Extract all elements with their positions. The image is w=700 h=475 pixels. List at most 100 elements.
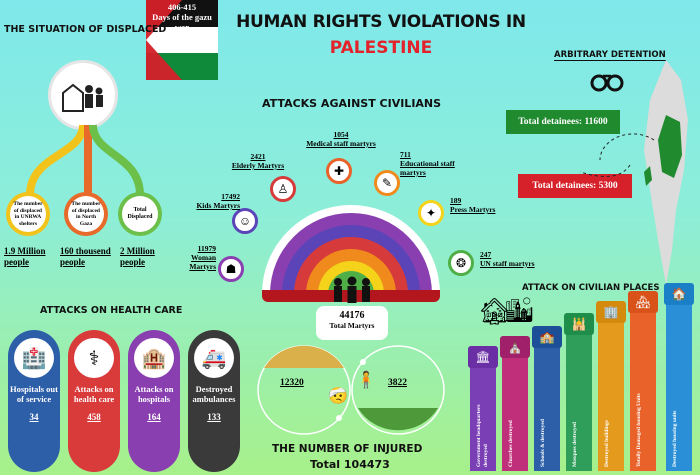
health-heading: ATTACKS ON HEALTH CARE	[40, 305, 183, 316]
press-martyr-icon: ✦	[418, 200, 444, 226]
un-staff-icon: ❂	[448, 250, 474, 276]
injured-child-icon: 🤕	[328, 388, 348, 405]
health-card-label: Attacks on health care	[73, 384, 115, 404]
places-bar-government: 🏛 Government headquarters destroyed	[468, 346, 498, 471]
places-bar-buildings: 🏢 Destroyed buildings	[596, 301, 626, 471]
educational-staff-icon: ✎	[374, 170, 400, 196]
medical-staff-text: 1054 Medical staff martyrs	[306, 130, 376, 148]
flag-days-range: 406-415	[167, 2, 197, 12]
flag-days-war: war	[174, 22, 190, 32]
displaced-north-circle: The number of displaced in North Gaza	[64, 192, 108, 236]
places-bar-label: Schools & destroyed	[540, 419, 546, 467]
school-icon: 🏫	[532, 326, 562, 348]
displaced-total-value: 2 Million people	[120, 246, 155, 267]
kids-martyrs-value: 17492	[221, 192, 240, 201]
martyrs-total-box: 44176 Total Martyrs	[316, 306, 388, 340]
places-heading: ATTACK ON CIVILIAN PLACES	[522, 283, 660, 293]
medical-building-icon: ⚕	[74, 338, 114, 378]
civilians-heading: ATTACKS AGAINST CIVILIANS	[262, 97, 442, 110]
kids-martyrs-text: 17492 Kids Martyrs	[194, 192, 240, 210]
educational-staff-label: Educational staff martyrs	[400, 159, 455, 177]
places-bar-mosques: 🕌 Mosques destroyed	[564, 313, 594, 471]
un-staff-text: 247 UN staff martyrs	[480, 250, 540, 268]
health-card-attacks-hospitals: 🏨 Attacks on hospitals 164	[128, 330, 180, 472]
places-bar-label: Mosques destroyed	[572, 422, 578, 467]
hospital-building-icon: 🏨	[134, 338, 174, 378]
displaced-north-label: The number of displaced in North Gaza	[68, 196, 104, 232]
health-card-hospitals-out: 🏥 Hospitals out of service 34	[8, 330, 60, 472]
woman-martyrs-label: Woman Martyrs	[189, 253, 216, 271]
health-card-value: 34	[29, 412, 39, 422]
injured-infinity	[257, 345, 445, 435]
un-staff-label: UN staff martyrs	[480, 259, 535, 268]
displaced-north-value: 160 thousend people	[60, 246, 111, 267]
medical-staff-icon: ✚	[326, 158, 352, 184]
displaced-branches	[26, 124, 144, 196]
elderly-martyr-icon: ♙	[270, 176, 296, 202]
title-line-1: HUMAN RIGHTS VIOLATIONS IN	[236, 12, 526, 32]
damaged-house-icon: 🏘	[628, 291, 658, 313]
health-card-ambulances: 🚑 Destroyed ambulances 133	[188, 330, 240, 472]
handcuffs-icon	[590, 68, 624, 99]
woman-martyrs-text: 11979 Woman Martyrs	[178, 244, 216, 271]
displaced-unrwa-value: 1.9 Million people	[4, 246, 46, 267]
educational-staff-text: 711 Educational staff martyrs	[400, 150, 470, 177]
displaced-total-circle: Total Displaced	[118, 192, 162, 236]
mosque-icon: 🕌	[564, 313, 594, 335]
injured-right-value: 3822	[388, 378, 407, 388]
elderly-martyrs-value: 2421	[250, 152, 266, 161]
detention-heading: ARBITRARY DETENTION	[554, 50, 666, 61]
government-building-icon: 🏛	[468, 346, 498, 368]
press-martyrs-label: Press Martyrs	[450, 205, 496, 214]
kids-martyr-icon: ☺	[232, 208, 258, 234]
health-card-label: Attacks on hospitals	[134, 384, 174, 404]
medical-staff-value: 1054	[333, 130, 349, 139]
flag-days-text: Days of the gazu	[152, 12, 212, 22]
health-card-attacks-health: ⚕ Attacks on health care 458	[68, 330, 120, 472]
press-martyrs-text: 189 Press Martyrs	[450, 196, 500, 214]
places-bar-label: Destroyed housing units	[672, 410, 678, 467]
health-card-value: 164	[147, 412, 161, 422]
displaced-heading: THE SITUATION OF DISPLACED	[4, 24, 167, 35]
title-line-2: PALESTINE	[329, 38, 433, 58]
displaced-total-label: Total Displaced	[122, 196, 158, 232]
places-bar-label: Totally Damaged housing Units	[636, 393, 642, 467]
detention-box-westbank: Total detainees: 11600	[506, 110, 620, 134]
palestine-flag-banner: 406-415 Days of the gazu war	[146, 0, 218, 80]
health-card-label: Destroyed ambulances	[192, 384, 236, 404]
martyrs-crowd-icon	[330, 276, 374, 304]
displaced-unrwa-circle: The number of displaced in UNRWA shelter…	[6, 192, 50, 236]
destroyed-city-icon: 🏙	[504, 297, 535, 324]
elderly-martyrs-text: 2421 Elderly Martyrs	[228, 152, 288, 170]
injured-total: Total 104473	[310, 458, 390, 471]
places-bar-churches: ⛪ Churches destroyed	[500, 336, 530, 471]
martyrs-total-label: Total Martyrs	[329, 321, 375, 330]
health-card-label: Hospitals out of service	[10, 384, 58, 404]
detention-arrows	[579, 133, 655, 177]
injured-heading: THE NUMBER OF INJURED	[272, 443, 423, 455]
hospital-icon: 🏥	[14, 338, 54, 378]
church-icon: ⛪	[500, 336, 530, 358]
injured-woman-icon: 🧍	[356, 372, 376, 389]
ambulance-icon: 🚑	[194, 338, 234, 378]
palestine-map	[636, 60, 696, 295]
displaced-unrwa-label: The number of displaced in UNRWA shelter…	[10, 196, 46, 232]
detention-box-gaza: Total detainees: 5300	[518, 174, 632, 198]
woman-martyr-icon: ☗	[218, 256, 244, 282]
page-title: HUMAN RIGHTS VIOLATIONS IN PALESTINE	[226, 12, 536, 58]
martyrs-total-value: 44176	[339, 310, 365, 321]
un-staff-value: 247	[480, 250, 492, 259]
places-bar-destroyed-housing: 🏠 Destroyed housing units	[664, 283, 694, 471]
medical-staff-label: Medical staff martyrs	[306, 139, 376, 148]
places-bar-schools: 🏫 Schools & destroyed	[532, 326, 562, 471]
displaced-family-icon	[48, 60, 118, 130]
health-card-value: 458	[87, 412, 101, 422]
press-martyrs-value: 189	[450, 196, 462, 205]
woman-martyrs-value: 11979	[197, 244, 216, 253]
kids-martyrs-label: Kids Martyrs	[196, 201, 240, 210]
health-card-value: 133	[207, 412, 221, 422]
educational-staff-value: 711	[400, 150, 411, 159]
building-icon: 🏢	[596, 301, 626, 323]
places-bar-label: Churches destroyed	[508, 420, 514, 467]
places-bar-label: Government headquarters destroyed	[476, 404, 489, 467]
